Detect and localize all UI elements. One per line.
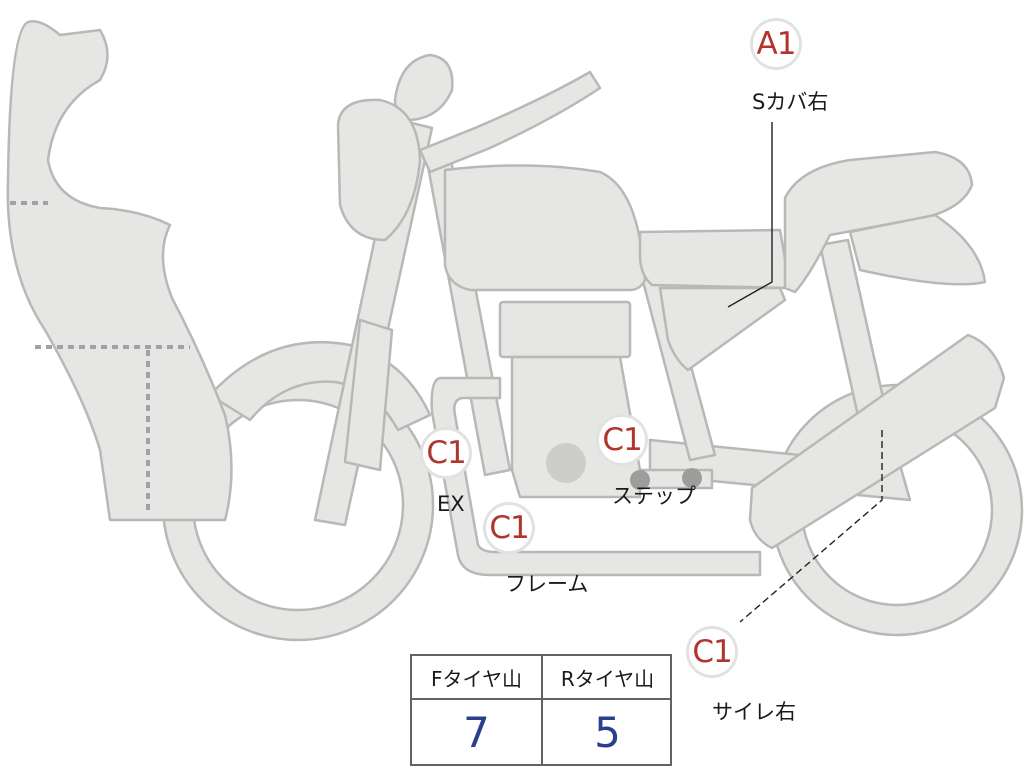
label-scover: Sカバ右 (752, 90, 829, 114)
label-frame: フレーム (505, 572, 589, 596)
mirror (393, 53, 454, 122)
rear-tire-header: Rタイヤ山 (543, 656, 672, 700)
label-silencer: サイレ右 (712, 700, 796, 724)
grade-badge-step: C1 (596, 414, 648, 466)
rear-tire-value: 5 (594, 707, 621, 757)
leader-line-silencer (739, 430, 883, 623)
label-ex: EX (437, 492, 465, 516)
muffler (748, 333, 1006, 550)
handlebar (418, 70, 602, 174)
headlight (336, 98, 422, 242)
engine (498, 300, 642, 499)
fairing (6, 20, 233, 522)
seat-cowl (783, 150, 974, 294)
front-tire-column: Fタイヤ山 7 (412, 656, 543, 764)
leader-line-scover (727, 122, 773, 308)
tail (848, 213, 987, 286)
grade-badge-scover: A1 (750, 18, 802, 70)
fork-boot (343, 318, 394, 472)
front-tire-value: 7 (463, 707, 490, 757)
label-step: ステップ (612, 484, 696, 508)
rear-tire-column: Rタイヤ山 5 (543, 656, 672, 764)
grade-badge-ex: C1 (420, 427, 472, 479)
front-tire-header: Fタイヤ山 (412, 656, 541, 700)
exhaust-pipe (430, 376, 762, 577)
grade-badge-silencer: C1 (686, 626, 738, 678)
tire-tread-table: Fタイヤ山 7 Rタイヤ山 5 (410, 654, 672, 766)
fuel-tank (443, 164, 647, 292)
grade-badge-frame: C1 (483, 502, 535, 554)
seat (638, 228, 792, 290)
side-cover (658, 286, 787, 372)
